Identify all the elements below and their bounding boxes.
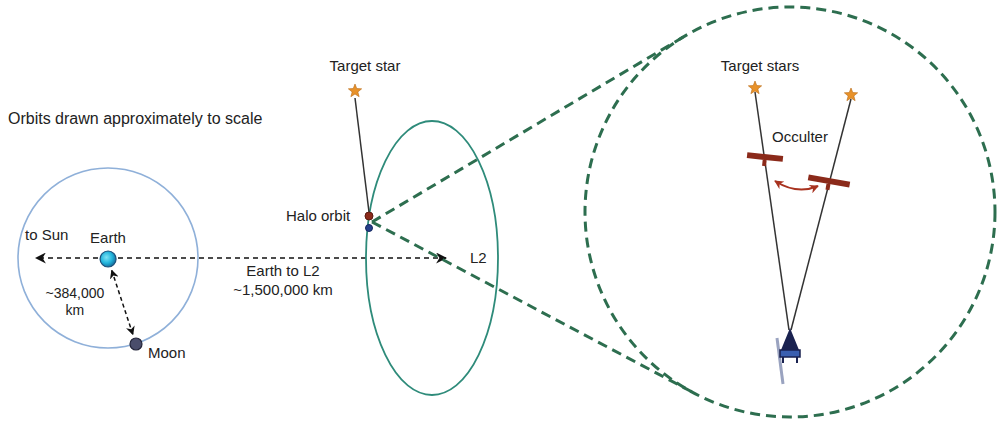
distance-arrow — [118, 257, 446, 259]
direction-label: to Sun — [25, 226, 68, 244]
body-circle — [100, 251, 116, 267]
occulter-label: Occulter — [772, 128, 828, 146]
planet-node: Earth — [90, 229, 126, 268]
label-holder: L2 — [470, 249, 487, 267]
orbit-label: Halo orbit — [286, 207, 350, 225]
body-label: Earth — [90, 229, 126, 247]
telescope-base — [780, 350, 800, 357]
label-holder: ~1,500,000 km — [233, 281, 333, 299]
body-symbol — [129, 337, 143, 351]
motion-arrow — [775, 181, 818, 190]
star-label: Target star — [330, 57, 401, 75]
label-holder: Target stars — [721, 57, 799, 75]
telescope-body — [781, 328, 799, 350]
sunshield — [777, 338, 783, 384]
zoom-line — [372, 222, 694, 393]
label-holder: Earth to L2 — [246, 262, 319, 280]
sun-direction-arrow — [36, 257, 98, 259]
label-holder: Occulter — [772, 128, 828, 146]
telescope-leg — [796, 357, 798, 363]
scale-note: Orbits drawn approximately to scale — [8, 110, 262, 128]
body-circle — [130, 338, 142, 350]
distance-label: ~384,000 km — [46, 285, 105, 319]
sight-line — [755, 92, 789, 330]
star-symbol — [348, 84, 361, 97]
zoom-circle — [585, 7, 995, 417]
star-symbol — [748, 81, 761, 94]
moon-orbit — [18, 168, 198, 348]
occulter-stub — [825, 184, 830, 191]
distance-label: Earth to L2 — [246, 262, 319, 280]
distance-arrow — [112, 270, 133, 334]
label-holder: Orbits drawn approximately to scale — [8, 110, 262, 128]
label-holder: Target star — [330, 57, 401, 75]
body-label: Moon — [148, 344, 186, 362]
star-symbol — [844, 88, 857, 101]
telescope-leg — [782, 357, 784, 363]
zoom-line — [372, 36, 685, 222]
occulter-stub — [762, 160, 767, 166]
label-holder: Halo orbit — [286, 207, 350, 225]
distance-label: ~1,500,000 km — [233, 281, 333, 299]
halo-orbit — [366, 121, 498, 395]
occulter-dot — [365, 212, 373, 220]
label-holder: to Sun — [25, 226, 68, 244]
star-label: Target stars — [721, 57, 799, 75]
sight-line — [355, 98, 369, 212]
moon-node: Moon — [129, 337, 186, 362]
telescope-dot — [366, 225, 373, 232]
point-label: L2 — [470, 249, 487, 267]
body-symbol — [99, 250, 117, 268]
